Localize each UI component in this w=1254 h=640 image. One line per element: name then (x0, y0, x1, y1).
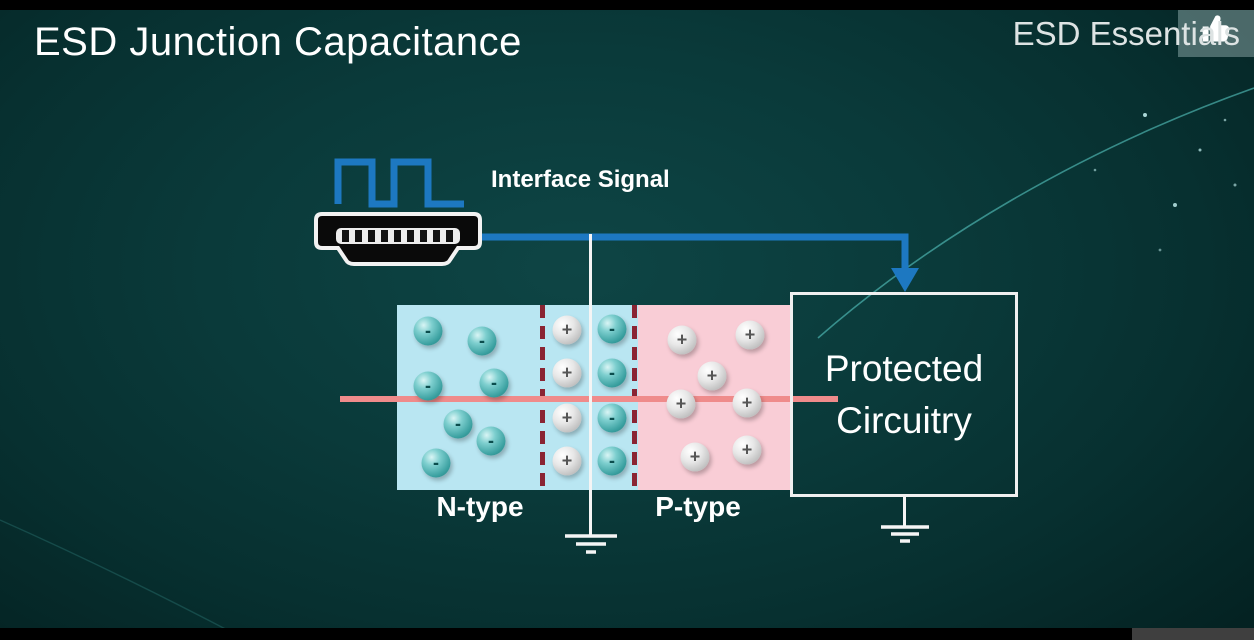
bottom-black-bar (0, 628, 1254, 640)
ground-symbol-junction (565, 534, 617, 554)
bottom-bar-segment (1132, 628, 1254, 640)
slide-title: ESD Junction Capacitance (34, 20, 522, 64)
p-type-label: P-type (655, 491, 741, 522)
hdmi-connector-icon (314, 212, 482, 266)
protected-circuitry-ground-wire (903, 497, 906, 527)
brand-text: ESD Essentials (1012, 15, 1240, 52)
top-black-bar (0, 0, 1254, 10)
interface-signal-label: Interface Signal (491, 166, 670, 193)
junction-center-wire (589, 234, 592, 537)
protected-circuitry-box: Protected Circuitry (790, 292, 1018, 497)
n-type-label: N-type (436, 491, 524, 522)
protected-circuitry-label: Protected Circuitry (824, 347, 984, 441)
square-wave-icon (334, 158, 464, 208)
thumbs-up-icon (1202, 14, 1230, 41)
ground-symbol-protected-circuitry (881, 525, 929, 543)
